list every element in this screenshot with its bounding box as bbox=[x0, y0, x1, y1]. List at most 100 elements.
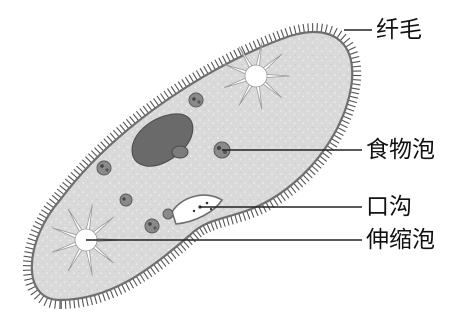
cilium bbox=[348, 100, 357, 102]
cilium bbox=[317, 23, 318, 32]
cilium bbox=[161, 94, 166, 101]
label-cilia: 纤毛 bbox=[376, 19, 422, 42]
cilium bbox=[196, 230, 201, 237]
cilium bbox=[273, 198, 278, 206]
cilium bbox=[306, 172, 313, 178]
cilium bbox=[28, 286, 36, 290]
cilium bbox=[226, 54, 230, 62]
cilium bbox=[257, 39, 261, 47]
cilium bbox=[190, 235, 196, 242]
cilium bbox=[277, 196, 282, 204]
cilium bbox=[227, 217, 229, 226]
cilium bbox=[231, 216, 234, 225]
cilium bbox=[23, 261, 32, 262]
cilium bbox=[290, 27, 292, 36]
cilium bbox=[147, 103, 152, 110]
cilium bbox=[170, 252, 176, 259]
cilium bbox=[101, 142, 107, 149]
cilium bbox=[49, 299, 51, 308]
cilium bbox=[47, 202, 54, 207]
cilium bbox=[143, 106, 148, 113]
cilium bbox=[339, 124, 347, 128]
cilium bbox=[117, 127, 123, 134]
cilium bbox=[106, 291, 109, 299]
cilium bbox=[207, 224, 211, 232]
cilium bbox=[196, 70, 201, 78]
cilium bbox=[234, 50, 238, 58]
cilium bbox=[107, 136, 113, 143]
cilium bbox=[329, 26, 332, 34]
cilium bbox=[52, 195, 59, 201]
cilium bbox=[74, 169, 81, 175]
micronucleus bbox=[172, 146, 188, 158]
cilium bbox=[60, 186, 67, 192]
cilium bbox=[182, 79, 187, 87]
cilium bbox=[300, 178, 306, 185]
cilium bbox=[110, 290, 113, 298]
cilium bbox=[57, 189, 64, 195]
cilium bbox=[290, 186, 296, 193]
cilium bbox=[114, 288, 118, 296]
cilium bbox=[130, 117, 136, 124]
cilium bbox=[348, 47, 356, 51]
cilium bbox=[352, 84, 361, 85]
food-vacuole bbox=[163, 209, 173, 219]
cilium bbox=[71, 172, 78, 178]
cilium bbox=[255, 208, 259, 216]
cilium bbox=[321, 24, 322, 33]
cilium bbox=[82, 160, 89, 166]
cilium bbox=[320, 156, 327, 162]
cilium bbox=[161, 259, 166, 266]
cilium bbox=[37, 218, 45, 222]
cilium bbox=[185, 77, 190, 85]
cilium bbox=[123, 122, 129, 129]
cilium bbox=[164, 91, 169, 99]
cilium bbox=[178, 82, 183, 90]
cilium bbox=[133, 278, 138, 286]
cilium bbox=[308, 23, 309, 32]
cilium bbox=[39, 296, 44, 303]
cilium bbox=[281, 30, 284, 38]
cilium bbox=[113, 130, 119, 137]
cilium bbox=[133, 114, 139, 121]
cilium bbox=[63, 182, 70, 188]
cilium bbox=[277, 31, 280, 39]
cilium bbox=[136, 111, 142, 118]
cilium bbox=[154, 98, 159, 105]
cilium bbox=[215, 221, 218, 230]
cilium bbox=[280, 193, 285, 200]
cilium bbox=[49, 199, 56, 205]
cilium bbox=[29, 234, 38, 237]
cilium bbox=[343, 38, 350, 44]
cilium bbox=[351, 61, 360, 63]
cilium bbox=[136, 276, 141, 284]
cilium bbox=[299, 25, 301, 34]
cilium bbox=[140, 274, 145, 282]
cilium bbox=[143, 272, 148, 280]
cilium bbox=[68, 176, 75, 182]
cilium bbox=[189, 75, 194, 83]
cilium bbox=[90, 296, 92, 305]
cilium bbox=[33, 226, 41, 230]
cilium bbox=[349, 52, 358, 55]
cilium bbox=[26, 282, 35, 285]
cilium bbox=[175, 84, 180, 92]
cilium bbox=[211, 222, 214, 230]
cilium bbox=[222, 56, 226, 64]
cilium bbox=[322, 153, 329, 158]
cilium bbox=[312, 166, 319, 172]
cilium bbox=[332, 139, 340, 144]
cilium bbox=[104, 139, 110, 146]
cilium bbox=[24, 256, 33, 257]
cilium bbox=[223, 218, 226, 227]
cilium bbox=[55, 192, 62, 198]
cilium bbox=[287, 188, 293, 195]
cilium bbox=[24, 278, 33, 280]
cilium bbox=[27, 243, 36, 246]
cilium bbox=[338, 128, 346, 132]
cilium bbox=[28, 238, 37, 241]
cilium bbox=[207, 64, 212, 72]
cilium bbox=[24, 252, 33, 254]
cilium bbox=[265, 36, 268, 44]
